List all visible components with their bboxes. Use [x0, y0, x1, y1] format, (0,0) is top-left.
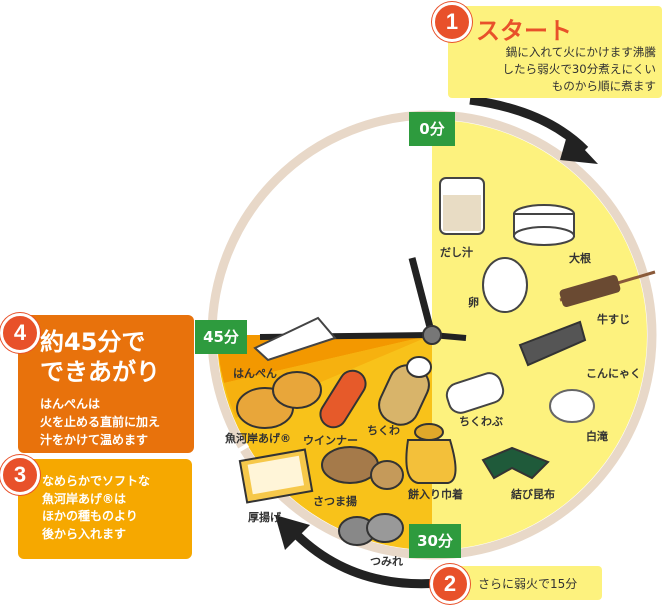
label-dashi: だし汁 — [440, 246, 473, 259]
step4-title-line: 約45分で — [40, 328, 146, 356]
egg-icon — [482, 257, 528, 313]
step1-line: ものから順に煮ます — [551, 79, 656, 93]
daikon-icon — [513, 204, 575, 246]
lower-arrowhead — [275, 515, 310, 550]
shirataki-icon — [549, 389, 595, 423]
step4-box — [18, 315, 194, 453]
step1-body: 鍋に入れて火にかけます沸騰 したら弱火で30分煮えにくい ものから順に煮ます — [460, 44, 656, 95]
chikuwabu-icon — [445, 372, 505, 414]
label-egg: 卵 — [468, 296, 479, 309]
label-shirataki: 白滝 — [586, 430, 608, 443]
atsuage-icon — [238, 448, 314, 504]
label-konnyaku: こんにゃく — [586, 367, 641, 380]
satsuma-age-icon — [321, 446, 379, 484]
tsumire-icon — [338, 513, 404, 546]
konbu-icon — [481, 446, 550, 480]
step2-text: さらに弱火で15分 — [478, 577, 578, 591]
step1-callout: 1 スタート 鍋に入れて火にかけます沸騰 したら弱火で30分煮えにくい ものから… — [432, 2, 664, 102]
label-satsuma-age: さつま揚 — [313, 495, 357, 508]
step3-box — [18, 459, 192, 559]
step3-line: ほかの種ものより — [42, 509, 138, 523]
step4-line: はんぺんは — [40, 397, 101, 411]
step4-title: 約45分で できあがり — [40, 327, 192, 387]
konnyaku-icon — [518, 320, 587, 367]
step4-number: 4 — [0, 313, 40, 353]
clock-center — [422, 325, 442, 345]
step2-box — [444, 566, 602, 600]
label-wiener: ウインナー — [303, 434, 358, 447]
step3-pointer — [190, 443, 250, 480]
hanpen-icon — [253, 316, 337, 362]
step3-line: なめらかでソフトな — [42, 474, 151, 488]
kinchaku-icon — [405, 423, 457, 484]
label-atsuage: 厚揚げ — [248, 511, 281, 524]
step3-callout: 3 なめらかでソフトな 魚河岸あげ®は ほかの種ものより 後から入れます — [0, 455, 200, 562]
label-chikuwabu: ちくわぶ — [459, 415, 503, 428]
step3-line: 魚河岸あげ®は — [42, 491, 127, 506]
label-chikuwa: ちくわ — [367, 424, 400, 437]
step1-line: したら弱火で30分煮えにくい — [502, 62, 656, 76]
label-konbu: 結び昆布 — [511, 488, 555, 501]
label-daikon: 大根 — [569, 252, 591, 265]
uogashi-age-icon — [236, 371, 322, 429]
step3-line: 後から入れます — [42, 526, 127, 541]
step3-number: 3 — [0, 455, 40, 495]
lower-arrow — [288, 526, 441, 589]
step2-callout: 2 さらに弱火で15分 — [430, 562, 602, 606]
gyusuji-icon — [559, 270, 656, 307]
dashi-icon — [439, 177, 485, 235]
step2-number: 2 — [430, 564, 470, 604]
label-kinchaku: 餅入り巾着 — [408, 488, 463, 501]
chikuwa-icon — [378, 356, 432, 426]
step1-line: 鍋に入れて火にかけます沸騰 — [505, 45, 656, 59]
step1-box — [448, 6, 662, 98]
time-badge-start: 0分 — [409, 112, 455, 146]
label-hanpen: はんぺん — [233, 367, 277, 380]
start-arrowhead — [560, 132, 598, 164]
step1-title: スタート — [476, 17, 572, 45]
step4-callout: 4 約45分で できあがり はんぺんは 火を止める直前に加え 汁をかけて温めます — [0, 313, 200, 455]
step4-title-line: できあがり — [40, 358, 160, 386]
step4-line: 汁をかけて温めます — [40, 433, 149, 447]
step1-number: 1 — [432, 2, 472, 42]
hour-hand — [408, 257, 436, 336]
sector-0-30 — [432, 120, 647, 550]
time-badge-mid: 30分 — [409, 524, 461, 558]
wiener-icon — [319, 369, 367, 429]
label-gyusuji: 牛すじ — [597, 313, 630, 326]
step4-line: 火を止める直前に加え — [40, 415, 161, 429]
satsuma-age-icon-2 — [370, 460, 404, 490]
time-badge-end: 45分 — [195, 320, 247, 354]
step4-body: はんぺんは 火を止める直前に加え 汁をかけて温めます — [40, 395, 194, 449]
label-tsumire: つみれ — [370, 555, 403, 568]
label-uogashi-age: 魚河岸あげ® — [225, 432, 291, 445]
step3-body: なめらかでソフトな 魚河岸あげ®は ほかの種ものより 後から入れます — [42, 473, 192, 543]
